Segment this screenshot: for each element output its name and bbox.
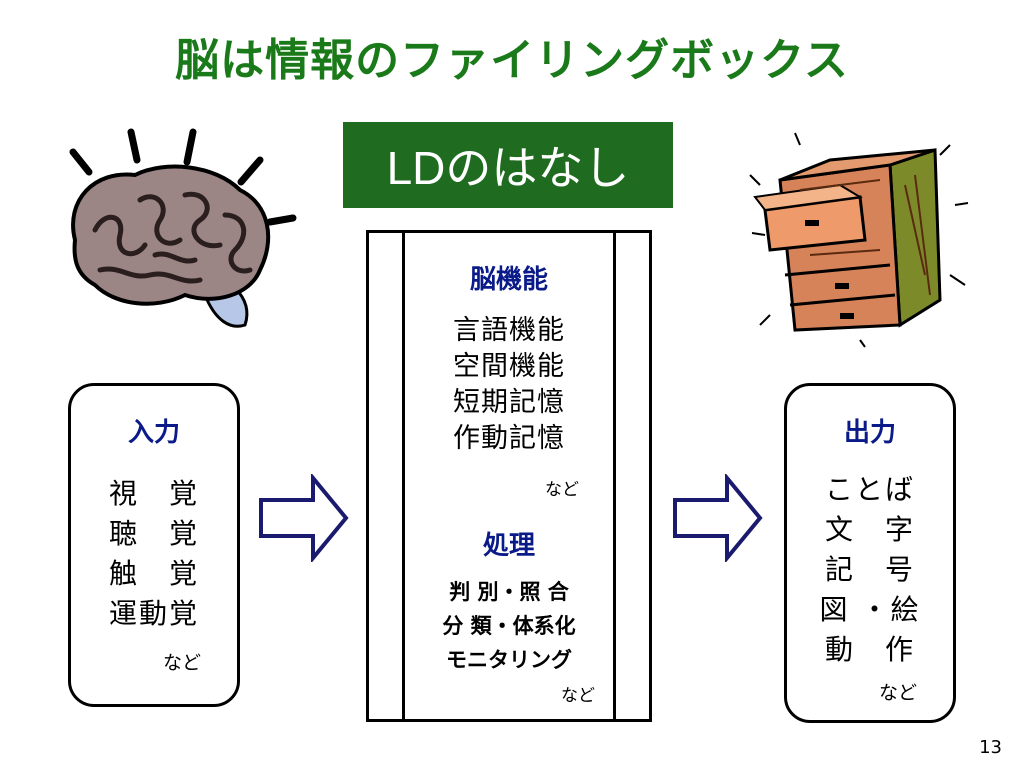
brain-image	[69, 128, 297, 328]
input-list: 視 覚 聴 覚 触 覚 運動覚	[71, 474, 237, 634]
right-arrow-icon	[259, 474, 349, 562]
brain-function-list: 言語機能 空間機能 短期記憶 作動記憶	[369, 313, 649, 457]
panel-left-rail	[402, 233, 405, 719]
process-etc: など	[561, 686, 595, 706]
output-item: 動 作	[824, 633, 915, 666]
output-item: 文 字	[824, 513, 915, 546]
output-heading: 出力	[843, 418, 896, 448]
input-item: 視 覚	[108, 477, 199, 510]
output-item: ことば	[824, 473, 915, 506]
brain-function-panel: 脳機能 言語機能 空間機能 短期記憶 作動記憶 など 処理 判 別・照 合 分 …	[366, 230, 652, 722]
input-box: 入力 視 覚 聴 覚 触 覚 運動覚 など	[68, 383, 240, 707]
slide-title: 脳は情報のファイリングボックス	[175, 35, 849, 86]
input-item: 聴 覚	[108, 517, 199, 550]
filing-drawers-image	[749, 132, 969, 348]
page-number: 13	[979, 737, 1002, 758]
process-list: 判 別・照 合 分 類・体系化 モニタリング	[369, 575, 649, 677]
panel-right-rail	[613, 233, 616, 719]
input-heading: 入力	[127, 418, 180, 448]
brain-function-heading: 脳機能	[469, 265, 548, 295]
brain-function-etc: など	[545, 480, 579, 500]
output-item: 記 号	[824, 553, 915, 586]
output-item: 図 ・絵	[819, 593, 921, 626]
process-item: モニタリング	[446, 648, 572, 672]
ld-banner: LDのはなし	[343, 122, 673, 208]
brain-function-item: 短期記憶	[453, 387, 565, 418]
brain-function-item: 言語機能	[453, 315, 565, 346]
output-etc: など	[879, 682, 918, 704]
input-item: 触 覚	[108, 557, 199, 590]
input-etc: など	[163, 652, 202, 674]
output-list: ことば 文 字 記 号 図 ・絵 動 作	[787, 470, 953, 670]
process-item: 分 類・体系化	[442, 614, 576, 638]
output-box: 出力 ことば 文 字 記 号 図 ・絵 動 作 など	[784, 383, 956, 723]
right-arrow-icon	[673, 474, 763, 562]
input-item: 運動覚	[108, 597, 199, 630]
brain-function-item: 作動記憶	[453, 423, 565, 454]
process-item: 判 別・照 合	[449, 580, 569, 604]
brain-function-item: 空間機能	[453, 351, 565, 382]
process-heading: 処理	[482, 531, 535, 561]
